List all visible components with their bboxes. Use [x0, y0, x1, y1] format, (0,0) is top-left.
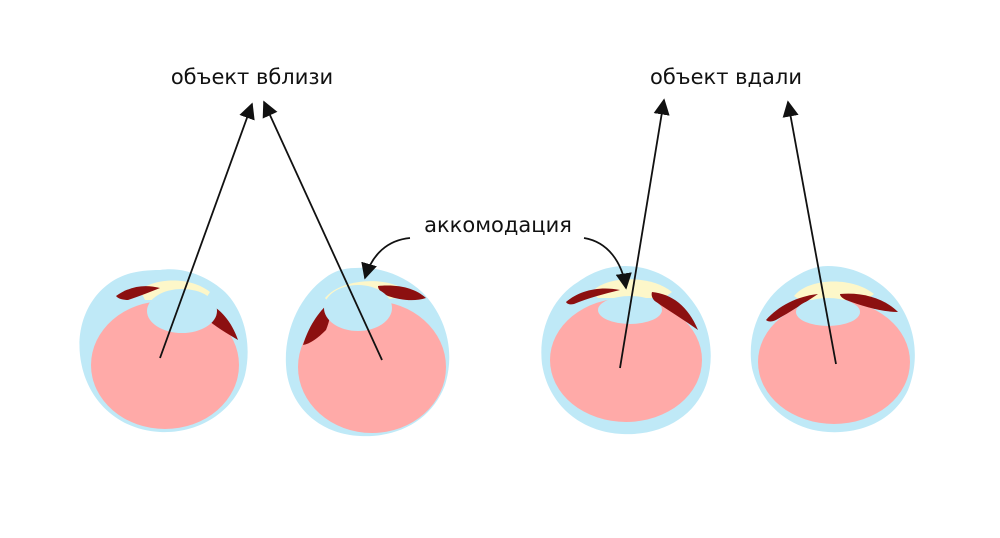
ciliary-muscle-left [303, 302, 331, 345]
sight-arrow-far-left [619, 98, 670, 369]
sight-arrow-far-right [782, 100, 837, 365]
eye-lens [796, 298, 860, 326]
sight-arrow-near-left [159, 102, 255, 359]
eye-globe [91, 301, 239, 429]
label-far-object: объект вдали [650, 65, 802, 89]
ciliary-muscle-right [378, 285, 426, 301]
ciliary-muscle-right [840, 293, 898, 312]
eye-globe [298, 301, 446, 433]
eye-globe [758, 300, 910, 424]
ciliary-muscle-left [566, 288, 620, 305]
eye-globe [550, 298, 702, 422]
label-near-object: объект вблизи [171, 65, 333, 89]
ciliary-muscle-left [766, 294, 818, 322]
eye-lens [147, 289, 217, 333]
ciliary-muscle-right [651, 292, 698, 330]
label-accommodation: аккомодация [424, 213, 572, 237]
eye-near-right [285, 267, 450, 437]
accommodation-arrow-right [583, 237, 632, 290]
accommodation-arrow-left [361, 237, 411, 280]
eye-far-left [541, 266, 711, 435]
sight-arrow-near-right [262, 100, 383, 361]
ciliary-muscle-left [116, 286, 160, 300]
